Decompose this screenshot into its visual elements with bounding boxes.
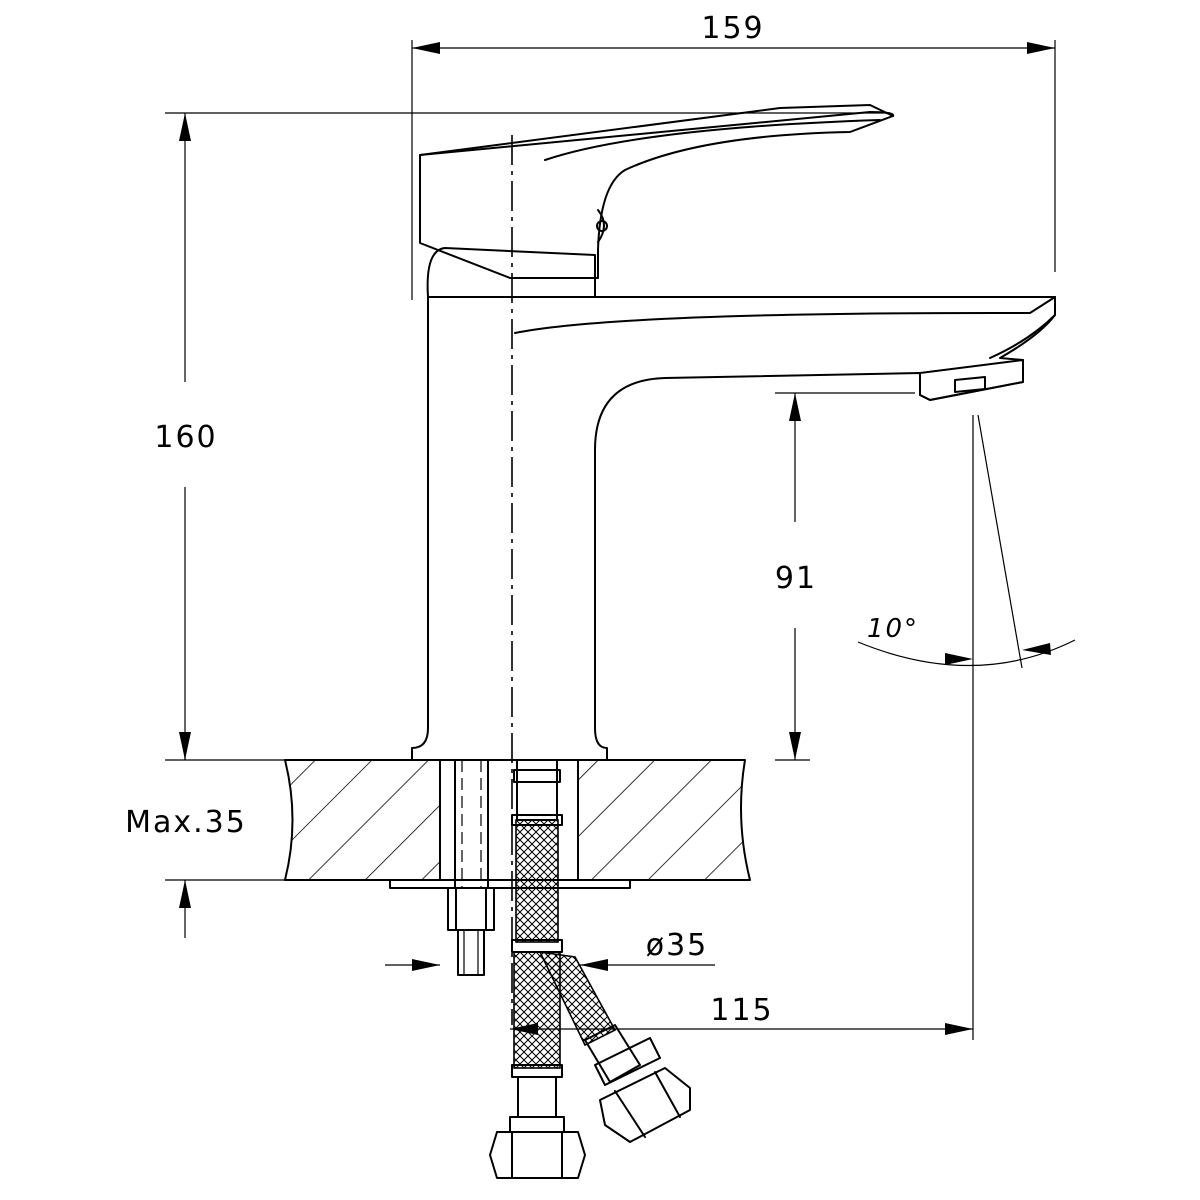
dimension-aerator-angle: 10°	[857, 414, 1076, 669]
dimension-length-label: 159	[701, 11, 764, 46]
dimension-spout-height: 91	[775, 392, 915, 761]
dimension-overall-height: 160	[154, 112, 890, 760]
dimension-spout-height-label: 91	[775, 561, 817, 596]
mounting-stud	[447, 759, 495, 976]
supply-hoses	[489, 759, 691, 1179]
dimension-overall-length: 159	[411, 11, 1056, 300]
faucet-body	[411, 104, 1056, 761]
dimension-deck-label: Max.35	[125, 805, 247, 840]
dimension-diameter-label: ø35	[646, 928, 709, 963]
dimension-deck-thickness: Max.35	[125, 738, 285, 938]
dimension-height-label: 160	[154, 420, 217, 455]
dimension-reach-label: 115	[710, 993, 773, 1028]
dimension-angle-label: 10°	[867, 614, 919, 644]
countertop-section	[284, 759, 751, 889]
dimension-hole-diameter: ø35	[385, 928, 715, 971]
dimension-spout-reach: 115	[510, 415, 974, 1040]
